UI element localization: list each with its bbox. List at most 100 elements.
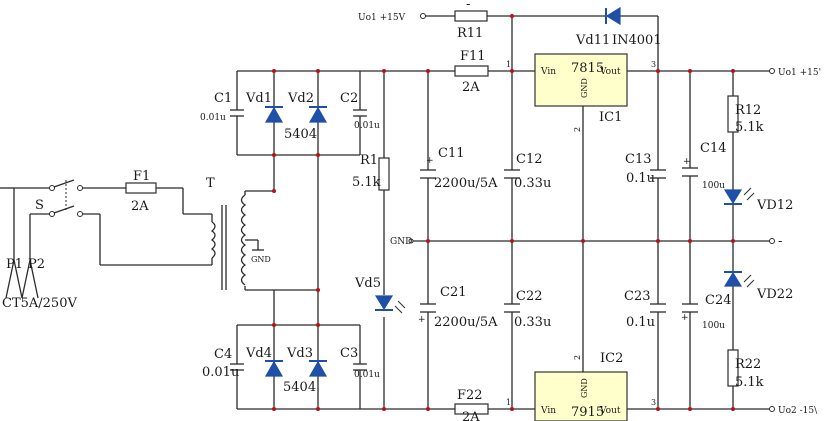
resistor-r1 [378,157,390,191]
label-vd4: Vd4 [245,346,272,361]
capacitor-c11 [420,169,436,179]
capacitor-c4 [230,363,244,371]
label-c3-val: 0.01u [354,370,380,380]
label-c1-val: 0.01u [200,113,226,123]
label-p1: P1 [6,257,23,272]
fuse-f22 [454,403,489,415]
label-gnd-trafo: GND [251,255,271,264]
label-ic1: IC1 [599,110,622,125]
label-c21-val: 2200u/5A [434,315,498,330]
label-c11-val: 2200u/5A [434,176,498,191]
fuse-f11 [454,65,489,77]
capacitor-c24 [682,303,698,313]
label-c22: C22 [516,289,543,304]
transformer-t [210,194,247,290]
label-pin2-b: 2 [573,355,582,360]
label-ic2-vout: Vout [599,406,621,416]
label-r1: R1 [360,153,378,168]
regulator-ic1 [534,53,628,107]
terminal-out-bot [769,406,775,412]
label-c1: C1 [214,91,232,106]
diode-vd2 [308,106,328,123]
capacitor-c13 [650,169,666,179]
label-c12-val: 0.33u [514,176,551,191]
label-c2-val: 0.01u [354,121,380,131]
label-ic1-name: 7815 [571,61,604,76]
label-vd2: Vd2 [287,91,314,106]
label-c24: C24 [705,293,732,308]
label-vd12: VD12 [756,198,793,213]
label-f11-val: 2A [462,80,480,95]
label-c22-val: 0.33u [514,315,551,330]
label-c4: C4 [214,347,232,362]
diode-vd11 [605,6,621,26]
label-ic1-gnd: GND [580,78,589,98]
label-c23: C23 [624,289,651,304]
label-plus-c11: + [426,156,434,166]
capacitor-c14 [682,167,698,177]
label-c11: C11 [438,146,465,161]
capacitor-c22 [504,303,520,313]
capacitor-c23 [650,303,666,313]
label-f1: F1 [133,169,150,184]
capacitor-c1 [230,109,244,117]
terminal-out-mid [769,238,775,244]
label-c14-val: 100u [702,181,725,191]
regulator-ic2 [534,371,628,421]
label-f22: F22 [457,388,483,403]
label-ic2: IC2 [600,351,623,366]
label-c12: C12 [516,152,543,167]
led-vd12 [723,187,755,205]
label-bridge-bot: 5404 [283,380,316,395]
label-c24-val: 100u [702,321,725,331]
resistor-r12 [727,95,739,133]
label-f1-val: 2A [131,199,149,214]
label-minus: - [466,0,470,12]
label-plug: CT5A/250V [2,296,77,311]
terminal-out-top [769,68,775,74]
label-r12: R12 [735,103,761,118]
label-ic1-vin: Vin [540,67,556,77]
label-vd1: Vd1 [245,91,272,106]
wires [0,15,770,410]
led-vd22 [723,271,755,288]
label-plus-c24: + [681,313,689,323]
label-c4-val: 0.01u [202,365,239,380]
label-t: T [206,176,215,191]
label-out-bot: Uo2 -15\ [778,406,818,416]
terminal-uo1-in [420,13,426,19]
label-c13-val: 0.1u [626,171,655,186]
label-ic2-gnd: GND [580,378,589,398]
capacitor-c3 [353,363,367,371]
label-plus-c14: + [683,157,691,167]
capacitor-c12 [504,169,520,179]
label-plus-c21: + [418,315,426,325]
label-r11: R11 [457,26,483,41]
label-ic2-name: 7915 [571,405,604,420]
diode-vd3 [308,360,328,377]
diode-vd4 [264,360,284,377]
label-pin1-b: 1 [506,398,511,407]
label-vd5: Vd5 [354,276,381,291]
label-vd11: Vd11 [575,33,610,48]
label-c21: C21 [440,285,467,300]
label-r1-val: 5.1k [352,175,381,190]
label-f11: F11 [460,49,486,64]
capacitor-c2 [353,109,367,117]
terminal-gnd [408,238,414,244]
label-vd22: VD22 [756,287,793,302]
diode-vd1 [264,106,284,123]
junctions [272,14,735,411]
label-s: S [35,198,44,213]
label-r12-val: 5.1k [735,120,764,135]
label-ic1-vout: Vout [599,67,621,77]
label-p2: P2 [28,257,45,272]
label-vd11-part: IN4001 [612,33,662,48]
label-r22-val: 5.1k [735,375,764,390]
label-gnd-bus: GND [390,237,412,247]
power-switch [49,179,83,217]
label-c2: C2 [340,91,358,106]
label-pin3-b: 3 [651,398,656,407]
